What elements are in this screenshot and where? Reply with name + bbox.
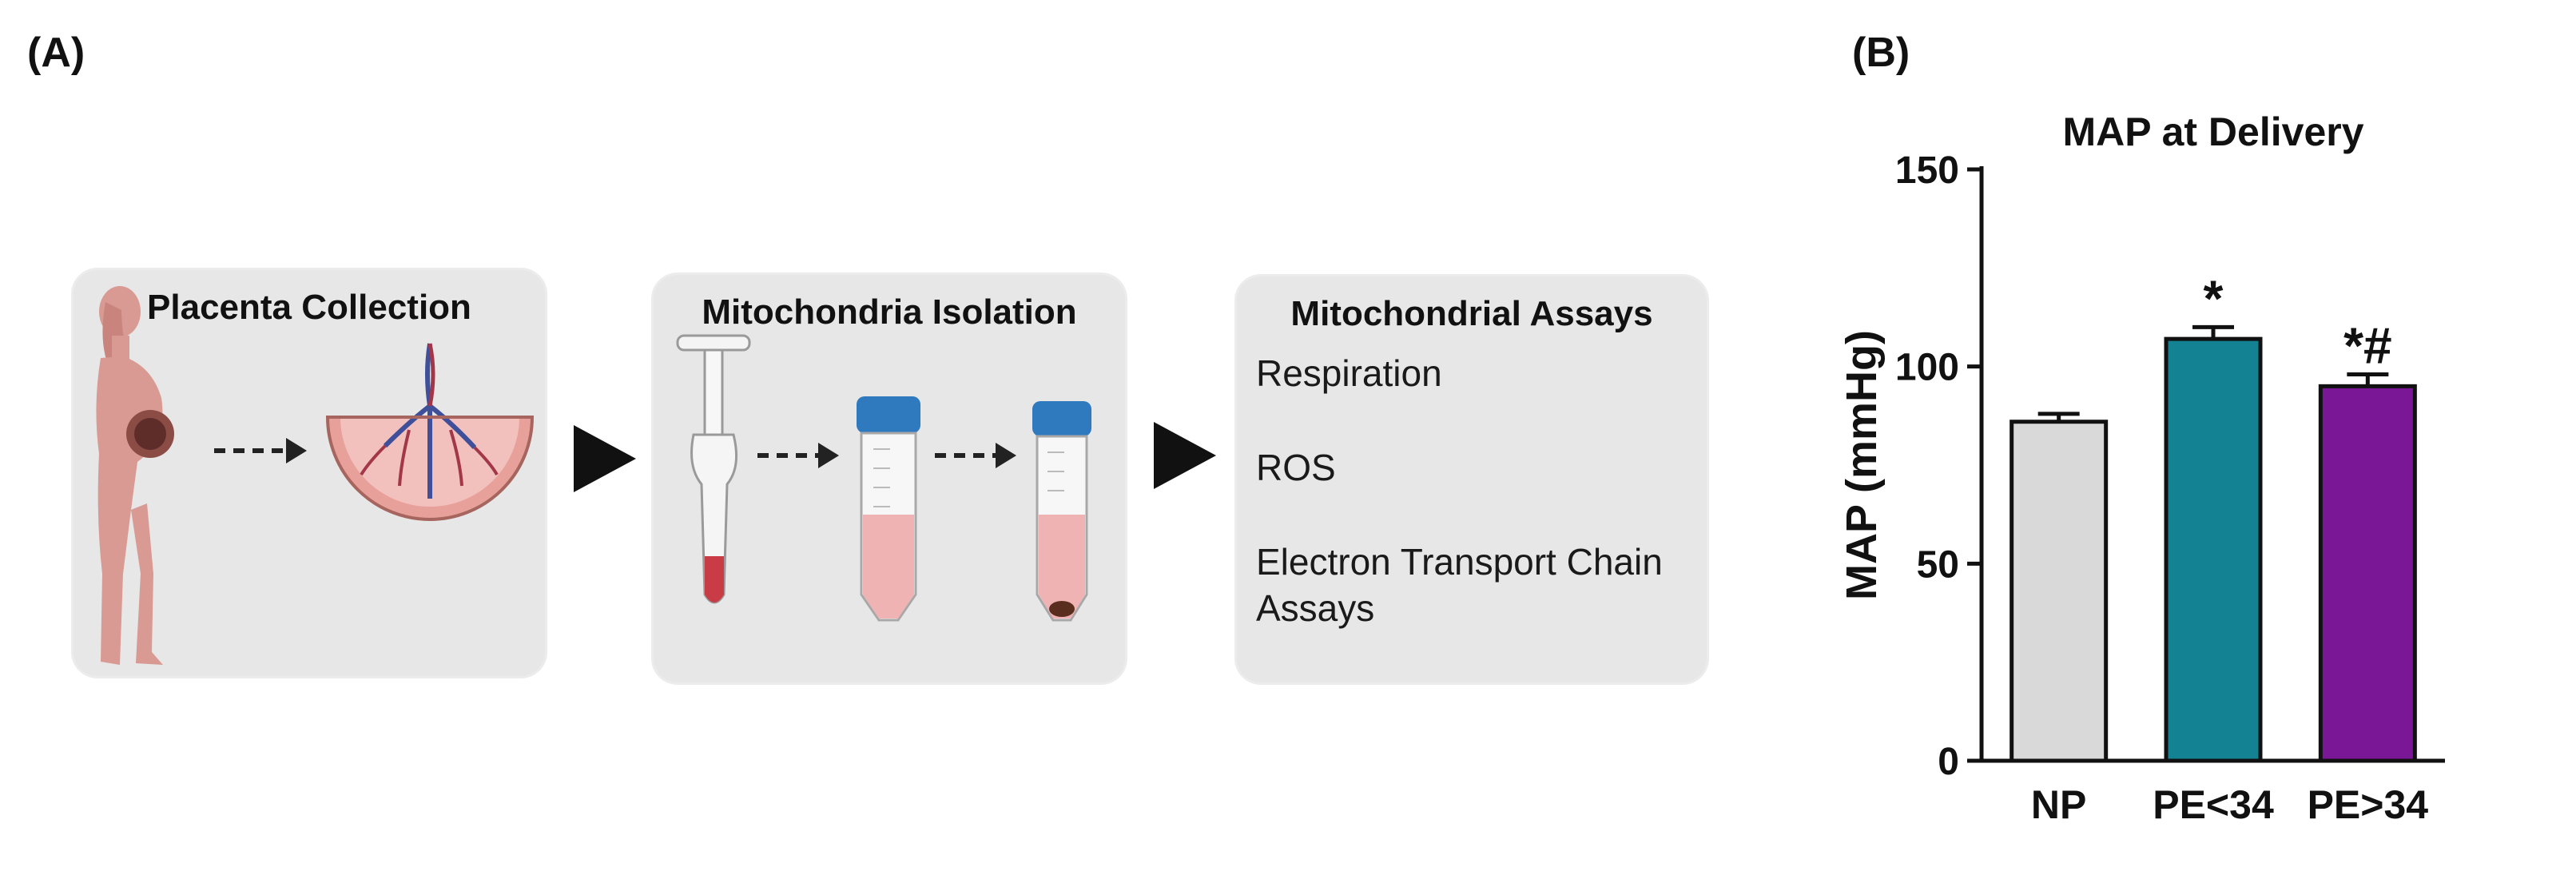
placenta-collection-illustration [96, 286, 535, 665]
assay-item-respiration: Respiration [1256, 352, 1442, 394]
stage-title-mitochondrial-assays: Mitochondrial Assays [1290, 294, 1653, 333]
assay-item-ros: ROS [1256, 447, 1336, 488]
mitochondrial-assays-panel: Mitochondrial Assays Respiration ROS Ele… [1237, 276, 1707, 682]
significance-marker: * [2204, 269, 2224, 327]
y-tick-label: 50 [1917, 543, 1959, 586]
bar-pe-34 [2164, 336, 2263, 763]
mitochondria-isolation-illustration [676, 334, 1091, 622]
dashed-arrow-icon [757, 443, 839, 468]
mitochondria-isolation-panel: Mitochondria Isolation [654, 275, 1125, 682]
x-category-label: PE>34 [2308, 782, 2429, 827]
centrifuge-tube-pellet-icon [1032, 401, 1091, 622]
dashed-arrow-icon [935, 443, 1016, 468]
stage-title-placenta-collection: Placenta Collection [147, 288, 471, 327]
homogenizer-icon [676, 334, 751, 604]
y-tick-label: 0 [1938, 741, 1959, 783]
big-arrow-icon [574, 425, 636, 492]
placenta-icon [325, 343, 535, 521]
panel-a-label: (A) [27, 30, 85, 76]
significance-marker: *# [2343, 317, 2392, 375]
assay-item-etc-continued: Assays [1256, 587, 1375, 629]
bar-np [2010, 420, 2109, 763]
pregnant-woman-icon [96, 286, 174, 665]
x-category-label: NP [2031, 782, 2086, 827]
assay-item-etc: Electron Transport Chain [1256, 541, 1663, 583]
x-category-label: PE<34 [2153, 782, 2274, 827]
big-arrow-icon [1154, 422, 1216, 489]
stage-title-mitochondria-isolation: Mitochondria Isolation [702, 292, 1077, 332]
chart-title: MAP at Delivery [2062, 109, 2363, 154]
y-tick-label: 100 [1895, 347, 1959, 389]
centrifuge-tube-icon [857, 396, 920, 622]
panel-b-label: (B) [1852, 30, 1910, 76]
bar-pe-34 [2318, 384, 2417, 763]
dashed-arrow-icon [214, 438, 307, 463]
placenta-collection-panel: Placenta Collection [74, 270, 545, 676]
y-tick-label: 150 [1895, 149, 1959, 192]
y-axis-title: MAP (mmHg) [1838, 330, 1886, 600]
